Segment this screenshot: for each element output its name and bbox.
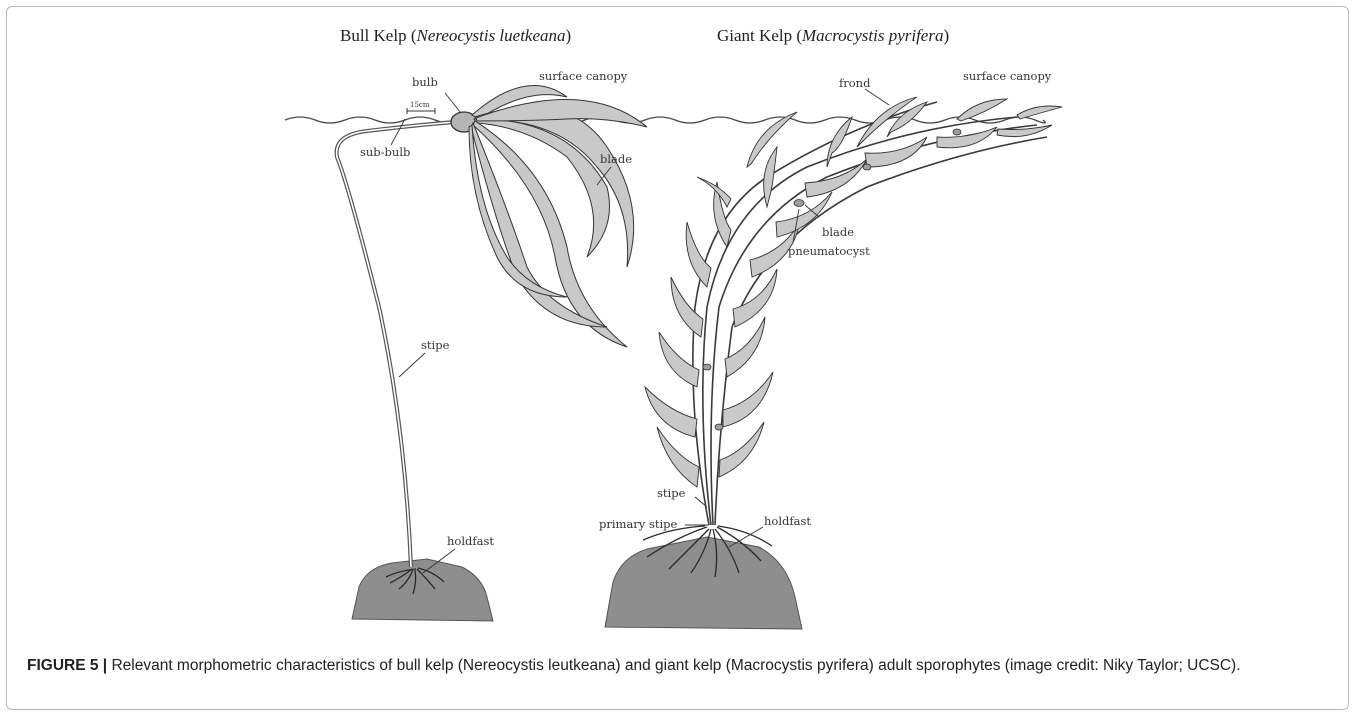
caption-text: Relevant morphometric characteristics of… [107, 657, 1240, 674]
figure-frame: Bull Kelp (Nereocystis luetkeana) Giant … [6, 6, 1349, 710]
bull-kelp-blades [469, 85, 647, 347]
giant-kelp-leaders [685, 89, 889, 547]
label-bull-holdfast: holdfast [447, 534, 494, 548]
label-scale: 15cm [410, 101, 430, 109]
giant-kelp-blades [645, 97, 1062, 487]
label-giant-blade: blade [822, 225, 854, 239]
giant-kelp-drawing [605, 97, 1062, 629]
label-bull-surface-canopy: surface canopy [539, 69, 628, 83]
giant-kelp-pneumatocysts [703, 129, 961, 430]
bull-kelp-rock [352, 559, 493, 621]
label-giant-holdfast: holdfast [764, 514, 811, 528]
label-bulb: bulb [412, 75, 438, 89]
caption-label: FIGURE 5 | [27, 657, 107, 674]
label-pneumatocyst: pneumatocyst [788, 244, 870, 258]
label-bull-blade: blade [600, 152, 632, 166]
label-primary-stipe: primary stipe [599, 517, 678, 531]
giant-kelp-title: Giant Kelp (Macrocystis pyrifera) [717, 26, 949, 45]
label-sub-bulb: sub-bulb [360, 145, 410, 159]
figure-caption: FIGURE 5 | Relevant morphometric charact… [27, 655, 1337, 677]
bull-kelp-title: Bull Kelp (Nereocystis luetkeana) [340, 26, 571, 45]
label-bull-stipe: stipe [421, 338, 450, 352]
label-giant-surface-canopy: surface canopy [963, 69, 1052, 83]
label-frond: frond [839, 76, 871, 90]
label-giant-stipe: stipe [657, 486, 686, 500]
water-surface-line [285, 117, 1045, 123]
kelp-illustration: Bull Kelp (Nereocystis luetkeana) Giant … [7, 7, 1349, 647]
